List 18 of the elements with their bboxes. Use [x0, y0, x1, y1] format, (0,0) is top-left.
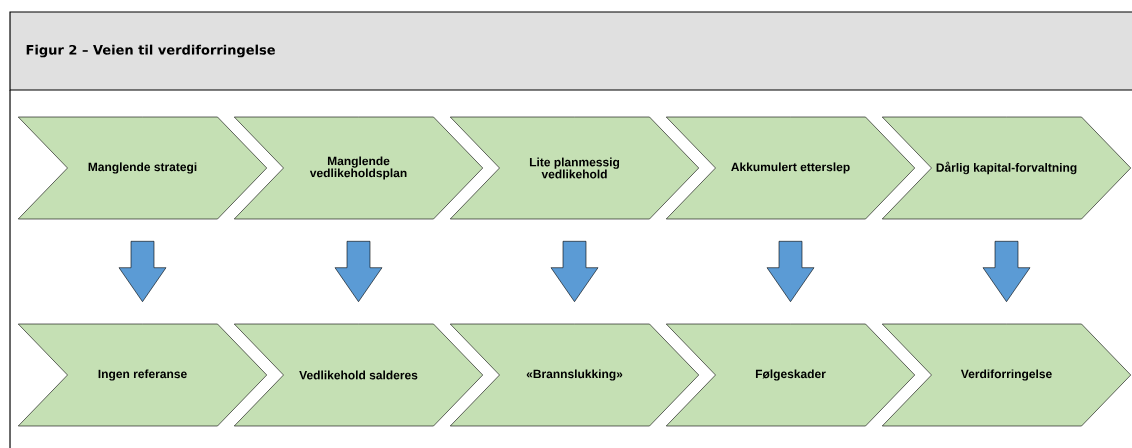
chevron-box: Ingen referanse — [17, 323, 268, 427]
block-arrow — [118, 241, 167, 302]
node-label: Verdiforringelse — [960, 369, 1052, 381]
chevron-box: Vedlikehold salderes — [233, 323, 484, 427]
chevron-box: Verdiforringelse — [881, 323, 1132, 427]
chevron-box: Manglende vedlikeholdsplan — [233, 116, 484, 220]
chevron-box: Følgeskader — [665, 323, 916, 427]
chevron-box: Akkumulert etterslep — [665, 116, 916, 220]
node-label: Dårlig kapital-forvaltning — [936, 161, 1077, 175]
block-arrow — [982, 241, 1031, 302]
block-arrow — [766, 241, 815, 302]
chevron-box: Lite planmessig vedlikehold — [449, 116, 700, 220]
block-arrow — [334, 241, 383, 302]
chevron-box: Dårlig kapital-forvaltning — [881, 116, 1132, 220]
header-band: Figur 2 – Veien til verdiforringelse — [9, 11, 1132, 91]
block-arrow — [550, 241, 599, 302]
chevron-box: Manglende strategi — [17, 116, 268, 220]
chevron-box: «Brannslukking» — [449, 323, 700, 427]
